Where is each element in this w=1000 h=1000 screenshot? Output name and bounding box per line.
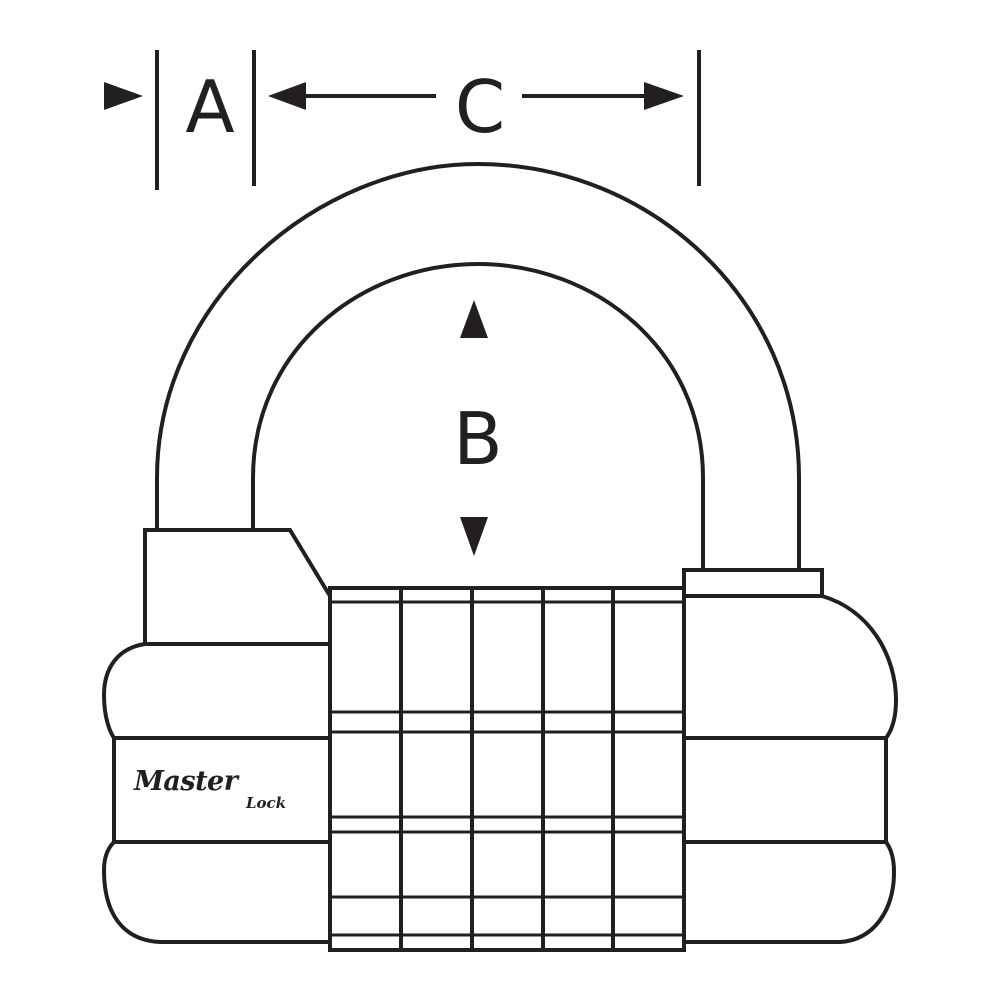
dimension-b-label: B — [453, 397, 502, 481]
dimension-c-left-arrow-icon — [268, 82, 306, 110]
left-body — [101, 642, 330, 944]
left-body-outline — [101, 642, 330, 944]
right-body — [684, 594, 899, 944]
dimension-c-label: C — [455, 65, 505, 149]
right-collar-outline — [682, 568, 824, 598]
dimension-b: B — [453, 300, 503, 556]
dial-block-outline — [328, 586, 686, 952]
dimension-a: A — [104, 50, 256, 190]
dimension-a-arrow-icon — [104, 82, 143, 110]
shackle-inner-edge — [251, 261, 705, 570]
shackle — [155, 161, 801, 570]
right-body-outline — [684, 594, 899, 944]
right-shoulder-collar — [682, 568, 824, 598]
logo-line-master: Master — [133, 766, 240, 797]
dimension-b-up-arrow-icon — [460, 300, 488, 338]
logo-line-lock: Lock — [245, 794, 286, 812]
dimension-b-down-arrow-icon — [460, 517, 488, 556]
dimension-a-label: A — [185, 65, 234, 149]
left-shoulder-outline — [143, 528, 332, 644]
left-shoulder — [143, 528, 332, 646]
dimension-c: C — [268, 50, 701, 186]
master-lock-logo: Master Lock — [133, 766, 286, 812]
dimension-c-right-arrow-icon — [644, 82, 684, 110]
combination-dials — [328, 586, 686, 952]
shackle-outer-edge — [155, 161, 801, 570]
